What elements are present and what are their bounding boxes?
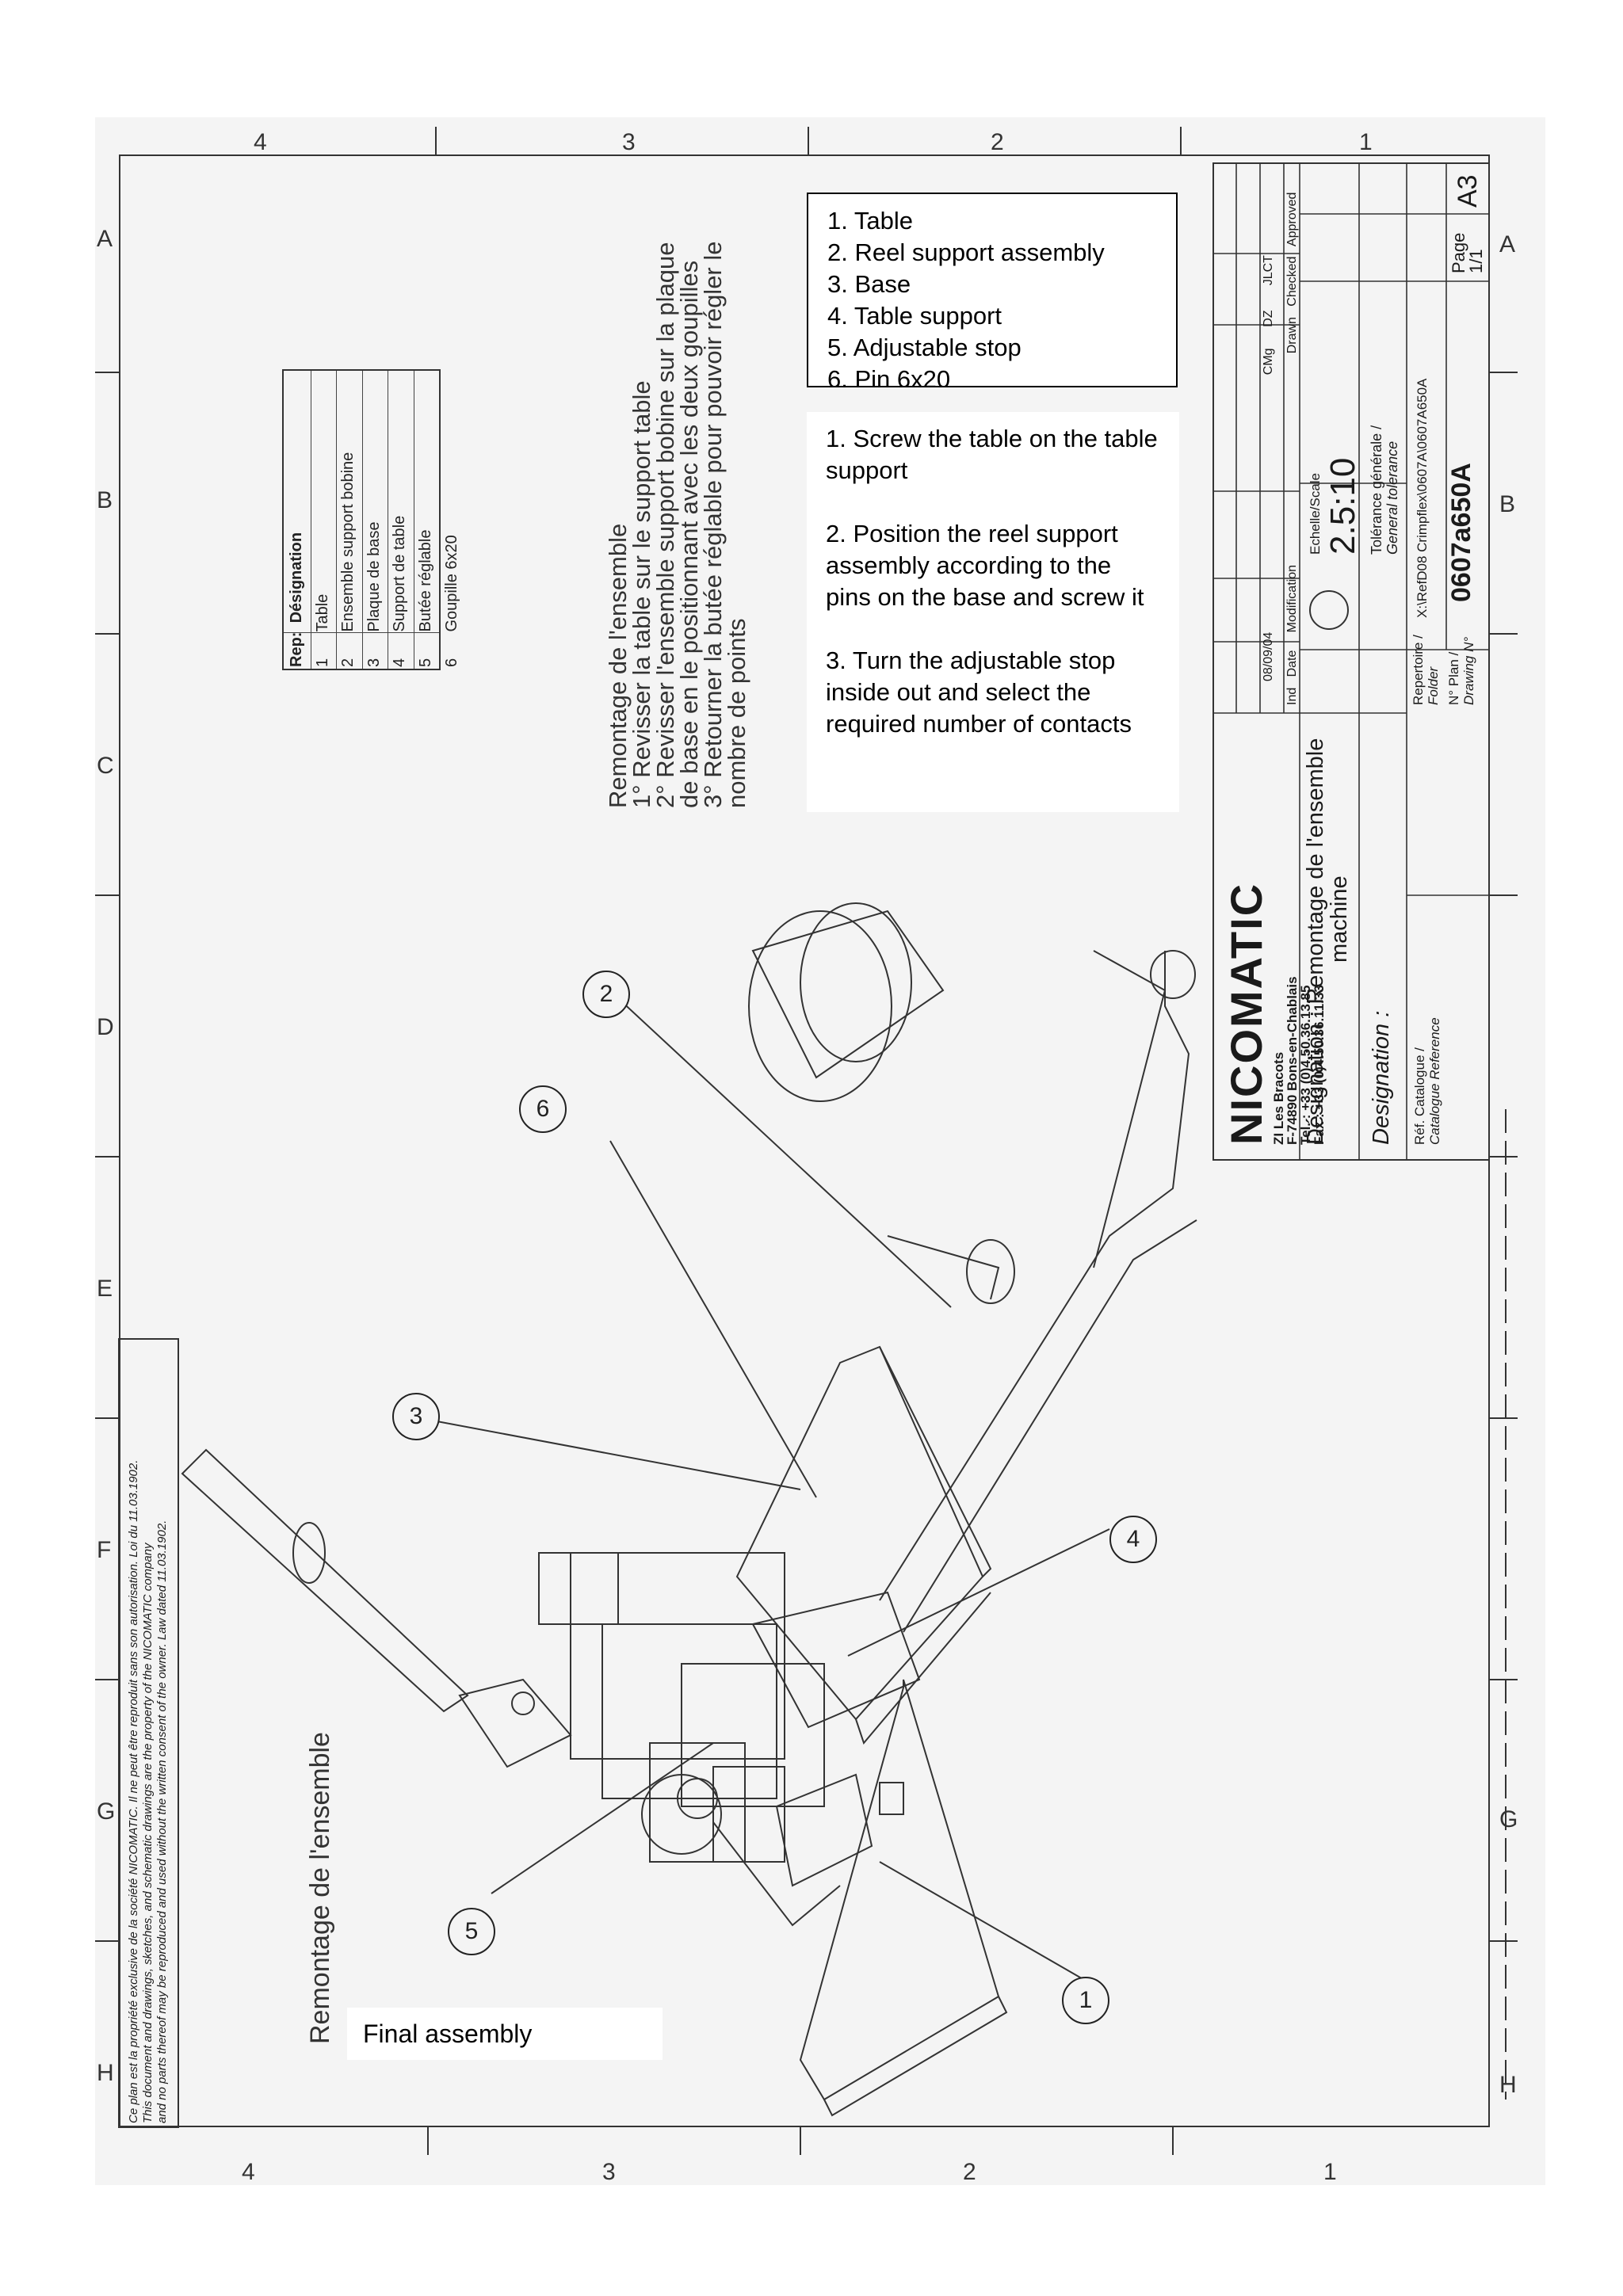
folder-path: X:\RefD08 Crimpflex\0607A\0607A650A [1415, 378, 1430, 618]
parts-list-row: 4 Support de table [391, 515, 409, 667]
page-number: Page 1/1 [1449, 232, 1486, 273]
grid-letter-right-a: A [1499, 231, 1516, 257]
parts-list-row: 1 Table [313, 593, 331, 667]
assembly-steps-overlay: 1. Screw the table on the table support … [807, 412, 1179, 812]
grid-number-bottom-2: 2 [963, 2159, 976, 2185]
callout-1: 1 [1062, 1977, 1109, 2024]
french-instructions: Remontage de l'ensemble 1° Revisser la t… [604, 241, 750, 809]
company-logo: NICOMATIC [1221, 882, 1271, 1145]
sheet-format: A3 [1453, 174, 1483, 208]
parts-list-header: Rep: Désignation [288, 532, 305, 667]
parts-list-text: Rep: Désignation 1 Table 2 Ensemble supp… [284, 452, 464, 667]
scale-value: 2.5:10 [1323, 457, 1362, 555]
grid-number-top-1: 1 [1359, 129, 1373, 155]
parts-list-row: 2 Ensemble support bobine [339, 452, 357, 667]
grid-letter-left-c: C [97, 753, 114, 779]
parts-list-row: 5 Butée réglable [416, 529, 434, 667]
grid-letter-right-b: B [1499, 491, 1516, 517]
grid-number-top-2: 2 [991, 129, 1004, 155]
callout-4: 4 [1109, 1516, 1157, 1563]
grid-letter-right-h: H [1499, 2072, 1517, 2098]
callout-6: 6 [519, 1085, 567, 1133]
grid-letter-left-h: H [97, 2060, 114, 2086]
parts-legend-overlay: 1. Table 2. Reel support assembly 3. Bas… [807, 193, 1178, 387]
designation-en: Designation : [1369, 1010, 1394, 1145]
drawing-number-label: N° Plan / Drawing N° [1446, 636, 1476, 705]
grid-letter-left-b: B [97, 487, 113, 513]
callout-5: 5 [448, 1908, 495, 1955]
final-assembly-label: Final assembly [347, 2008, 663, 2060]
parts-list-row: 3 Plaque de base [365, 521, 383, 667]
assembly-step-3: 3. Turn the adjustable stop inside out a… [826, 646, 1132, 738]
designation-fr: Désignation : Remontage de l'ensemble ma… [1303, 738, 1352, 1145]
grid-number-bottom-4: 4 [242, 2159, 255, 2185]
assembly-step-1: 1. Screw the table on the table support [826, 425, 1158, 484]
parts-list-table [282, 369, 441, 670]
grid-number-top-4: 4 [254, 129, 267, 155]
parts-list-row: 6 Goupille 6x20 [442, 535, 460, 667]
grid-number-top-3: 3 [622, 129, 636, 155]
callout-2: 2 [582, 971, 630, 1018]
grid-letter-right-g: G [1499, 1806, 1518, 1833]
grid-number-bottom-3: 3 [602, 2159, 616, 2185]
revision-headers: Ind Date Modification Drawn Checked Appr… [1285, 192, 1299, 705]
folder-label: Repertoire / Folder [1411, 635, 1441, 705]
grid-letter-left-a: A [97, 226, 113, 252]
catalogue-reference: Réf. Catalogue / Catalogue Reference [1412, 1017, 1442, 1145]
grid-letter-left-g: G [97, 1798, 116, 1825]
grid-letter-left-e: E [97, 1276, 113, 1302]
grid-number-bottom-1: 1 [1323, 2159, 1337, 2185]
general-tolerance: Tolérance générale / General tolerance [1369, 425, 1400, 555]
drawing-number: 0607a650A [1446, 463, 1476, 602]
title-block [1212, 162, 1490, 1161]
copyright-notice: Ce plan est la propriété exclusive de la… [127, 1459, 169, 2123]
grid-letter-left-f: F [97, 1537, 112, 1563]
scale-label: Echelle/Scale [1308, 472, 1323, 555]
revision-row: 08/09/04 CMg DZ JLCT [1262, 255, 1275, 681]
french-title: Remontage de l'ensemble [305, 1732, 335, 2044]
assembly-step-2: 2. Position the reel support assembly ac… [826, 520, 1144, 611]
projection-symbol-icon [1309, 590, 1349, 630]
grid-letter-left-d: D [97, 1014, 114, 1040]
callout-3: 3 [392, 1393, 440, 1440]
